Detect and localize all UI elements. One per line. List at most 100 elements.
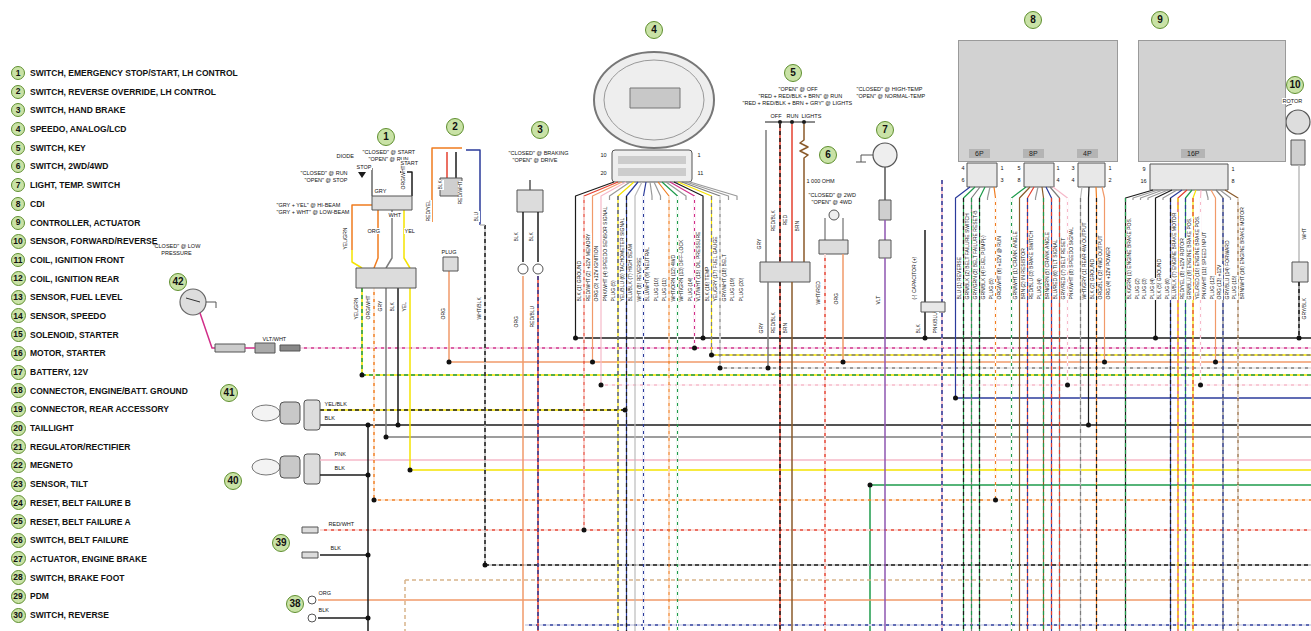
wire-label: GRY/WHT (18) BELT (722, 254, 728, 302)
wire-label: GRN/BLK (4) FUEL PUMP(-) (981, 235, 987, 300)
part-name: TAILLIGHT (30, 422, 74, 434)
wire-label: ORG (441, 308, 447, 320)
callout-text: 24 (13, 499, 22, 508)
wire-label: RED/BLU (530, 305, 536, 328)
part-name: CONTROLLER, ACTUATOR (30, 217, 140, 229)
callout-number: 42 (169, 273, 187, 291)
connector-tag: 6P (969, 149, 990, 158)
wire-label: ORG (318, 590, 332, 596)
wire-label: WHT/GRY (1) REAR 4W OUTPUT (1082, 222, 1088, 300)
wire-label: 9 (1142, 166, 1146, 172)
wire-label: GRY (378, 300, 384, 312)
wire-label: STOP (356, 164, 372, 170)
wire-label: "CLOSED" @ 2WD (808, 192, 856, 198)
wire-label: ORG/WHT (6) +12V @ RUN (997, 236, 1003, 300)
wire-label: PNK/BLU (933, 312, 939, 334)
callout-number: 39 (272, 534, 290, 552)
wire-label: GRN/BLU (9) ENGINE BRAKE POS. (1187, 217, 1193, 300)
wire-label: 1 (697, 152, 701, 158)
callout-text: 8 (16, 200, 21, 209)
wire-label: PLUG (4) (1037, 278, 1043, 300)
wire-label: BLK (324, 415, 335, 421)
wire-label: RUN (786, 113, 799, 119)
callout-number: 16 (11, 346, 26, 361)
callout-text: 9 (1157, 15, 1163, 25)
wire-label: PLUG (12) (1210, 275, 1216, 300)
wire-label: GRY (757, 238, 763, 250)
part-name: RESET, BELT FAILURE A (30, 516, 131, 528)
callout-text: 8 (1030, 15, 1036, 25)
wire-label: 20 (600, 170, 607, 176)
part-name: SOLENOID, STARTER (30, 329, 119, 341)
wire-label: "OPEN" @ DRIVE (512, 157, 558, 163)
wire-label: BLU (1) REVERSE (957, 256, 963, 300)
callout-number: 15 (11, 327, 26, 342)
wire-label: BLK (1) GROUND (577, 260, 583, 302)
wire-label: 3 (1071, 165, 1075, 171)
callout-text: 2 (452, 122, 458, 132)
callout-text: 15 (13, 330, 22, 339)
wire-label: GRN/BLK (2) BELT FAILURE SWITCH (965, 213, 971, 300)
part-name: MOTOR, STARTER (30, 347, 106, 359)
part-name: SENSOR, FORWARD/REVERSE (30, 235, 157, 247)
wire-label: BLK (916, 324, 922, 334)
wire-label: "CLOSED" @ HIGH-TEMP (856, 86, 923, 92)
callout-text: 10 (1289, 80, 1300, 90)
wire-label: RED/BLK (771, 210, 777, 232)
wire-label: RED/WHT (328, 521, 355, 527)
callout-text: 4 (651, 25, 657, 35)
part-name: CONNECTOR, ENGINE/BATT. GROUND (30, 385, 188, 397)
component-box: 6P8P4P (958, 40, 1118, 162)
wire-label: BLK/GRN (1) ENGINE BRAKE POS. (1127, 217, 1133, 300)
callout-number: 21 (11, 439, 26, 454)
callout-text: 26 (13, 536, 22, 545)
callout-number: 8 (11, 197, 25, 211)
callout-number: 2 (11, 85, 25, 99)
callout-text: 3 (16, 106, 21, 115)
callout-number: 26 (11, 533, 26, 548)
wire-label: WHT/BLK (477, 297, 483, 320)
wire-label: ORG (13) +12V (1217, 264, 1223, 300)
part-name: MEGNETO (30, 459, 73, 471)
callout-number: 38 (286, 595, 304, 613)
wire-label: GRY/BLU (14) FORWARD (1225, 240, 1231, 300)
wire-label: WHT (8) REVERSE (637, 257, 643, 302)
wire-label: LIGHTS (801, 113, 822, 119)
wire-label: "RED + RED/BLK + BRN" @ RUN (758, 93, 843, 99)
wire-label: YEL/GRN (343, 227, 349, 250)
wire-label: ORG (514, 316, 520, 328)
wire-label: 5 (1017, 165, 1021, 171)
wire-label: 10 (600, 152, 607, 158)
wire-label: PLUG (5) (989, 278, 995, 300)
wire-label: GRY/BLK (1302, 297, 1308, 320)
callout-text: 7 (16, 181, 21, 190)
wire-label: BLU/RED (6) TILT SIGNAL (1053, 239, 1059, 300)
wire-label: BRN (795, 220, 801, 232)
callout-text: 6 (825, 150, 831, 160)
callout-text: 5 (16, 144, 21, 153)
wire-label: "RED + RED/BLK + BRN + GRY" @ LIGHTS (742, 100, 853, 106)
callout-text: 41 (223, 388, 234, 398)
callout-text: 21 (13, 443, 22, 452)
wire-label: BLK (2) GROUND (1090, 258, 1096, 300)
wire-label: 1 (1000, 165, 1004, 171)
wire-label: RED/YEL (426, 200, 432, 222)
callout-text: 28 (13, 573, 22, 582)
wire-label: 4 (1056, 177, 1060, 183)
callout-number: 28 (11, 570, 26, 585)
callout-number: 41 (220, 384, 238, 402)
wire-label: ORG (367, 228, 381, 234)
wire-label: PLUG (2) (1135, 278, 1141, 300)
callout-number: 10 (1286, 76, 1304, 94)
wire-label: RED/WHT (458, 181, 464, 205)
wire-label: WHT/GRN (13) DIFF-LOCK (679, 239, 685, 302)
part-name: BATTERY, 12V (30, 366, 88, 378)
wire-label: RED (783, 214, 789, 226)
wire-label: ORG/BLK (3) 4WD OUTPUT (1098, 235, 1104, 300)
wire-label: VLT/WHT (262, 336, 287, 342)
callout-number: 2 (446, 118, 464, 136)
wire-label: PLUG (5) (611, 280, 617, 302)
wire-label: BLK (334, 465, 345, 471)
wire-label: 1 (1231, 166, 1235, 172)
